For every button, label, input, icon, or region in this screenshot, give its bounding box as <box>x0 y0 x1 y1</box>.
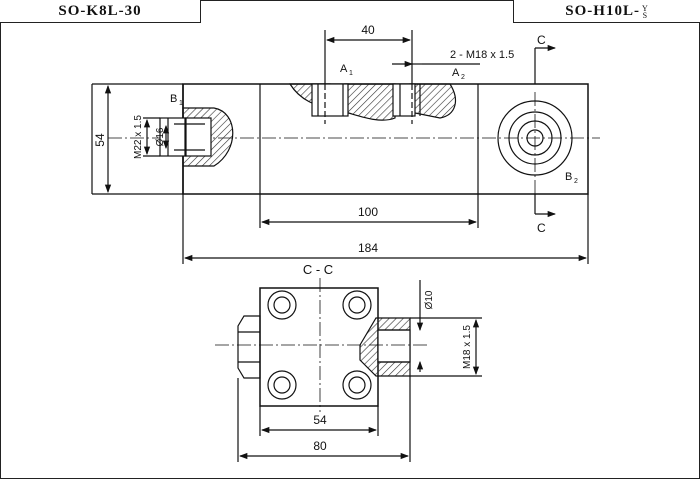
dimension-100 <box>259 194 479 228</box>
fraction-bottom: S <box>642 10 649 20</box>
label-dim-54-vertical: 54 <box>93 133 107 147</box>
label-dim-d10: Ø10 <box>424 290 435 309</box>
label-dim-m18: M18 x 1.5 <box>462 325 473 369</box>
dimension-m22 <box>143 117 160 157</box>
label-dim-40: 40 <box>361 23 375 37</box>
label-port-b1: B <box>170 93 177 105</box>
dimension-80 <box>237 376 411 462</box>
dimension-184 <box>182 194 589 264</box>
label-port-a1: A <box>340 63 348 75</box>
label-dim-m22: M22 x 1.5 <box>133 115 144 159</box>
label-port-b2-sub: 2 <box>574 178 578 185</box>
model-code-left: SO-K8L-30 <box>58 3 142 19</box>
label-thread-note: 2 - M18 x 1.5 <box>450 49 514 61</box>
port-b1-section <box>159 107 234 167</box>
section-view-body <box>215 278 430 412</box>
label-dim-100: 100 <box>358 205 378 219</box>
port-b2-circles <box>497 92 573 210</box>
label-port-a2-sub: 2 <box>461 74 465 81</box>
model-title-left: SO-K8L-30 <box>0 0 201 23</box>
ports-a-section <box>288 30 457 124</box>
label-dim-80: 80 <box>313 439 327 453</box>
label-dim-184: 184 <box>358 241 378 255</box>
label-port-a2: A <box>452 67 460 79</box>
section-line-c <box>534 44 557 218</box>
label-port-a1-sub: 1 <box>349 70 353 77</box>
label-port-b1-sub: 1 <box>179 100 183 107</box>
label-section-c-top: C <box>537 33 546 47</box>
section-view-title: C - C <box>303 262 333 277</box>
label-dim-d16: Ø16 <box>155 127 166 146</box>
label-dim-54-horizontal: 54 <box>313 413 327 427</box>
model-code-right: SO-H10L- <box>565 3 640 19</box>
dimension-m18 <box>410 317 482 377</box>
dimension-54-horizontal <box>259 406 379 436</box>
label-section-c-bottom: C <box>537 221 546 235</box>
label-port-b2: B <box>565 171 572 183</box>
fraction-top: Y <box>641 3 649 13</box>
